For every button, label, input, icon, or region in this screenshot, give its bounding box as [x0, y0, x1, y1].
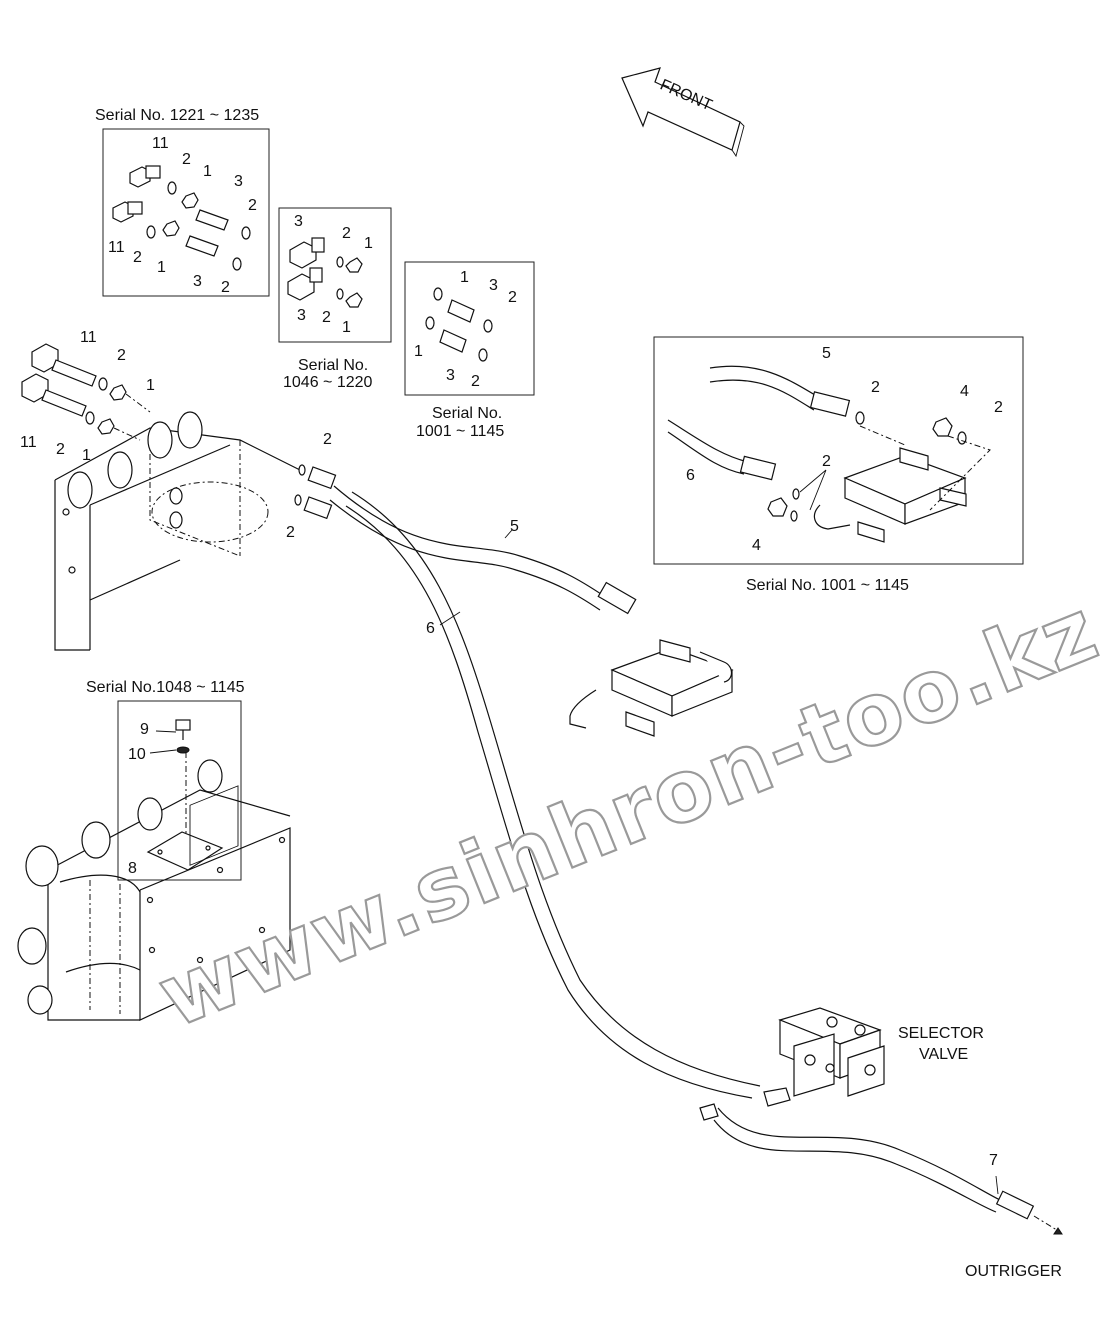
inset-serial-1046-1220: 3 2 1 3 2 1 Serial No. 1046 ~ 1220	[278, 207, 392, 391]
inset-caption: Serial No.	[298, 357, 368, 374]
inset-serial-1221-1235: Serial No. 1221 ~ 1235 11 2 1 3 2 11 2 1…	[95, 107, 270, 297]
lower-frame	[17, 759, 291, 1021]
part-number-7: 7	[989, 1152, 998, 1169]
part-number-5: 5	[510, 518, 519, 535]
part-number-2: 2	[221, 279, 230, 296]
part-number-3: 3	[489, 277, 498, 294]
part-number-3: 3	[234, 173, 243, 190]
part-number-2: 2	[508, 289, 517, 306]
part-number-3: 3	[294, 213, 303, 230]
part-number-9: 9	[140, 721, 149, 738]
part-number-1: 1	[146, 377, 155, 394]
selector-valve-label: VALVE	[919, 1046, 968, 1063]
part-number-1: 1	[460, 269, 469, 286]
part-number-5: 5	[822, 345, 831, 362]
part-number-2: 2	[248, 197, 257, 214]
part-number-2: 2	[342, 225, 351, 242]
part-number-1: 1	[203, 163, 212, 180]
part-number-4: 4	[960, 383, 969, 400]
inset-caption: Serial No. 1221 ~ 1235	[95, 107, 259, 124]
part-number-10: 10	[128, 746, 146, 763]
part-number-4: 4	[752, 537, 761, 554]
hose-5: 5	[298, 464, 637, 615]
part-number-6: 6	[686, 467, 695, 484]
upper-frame	[54, 411, 301, 651]
part-number-11: 11	[20, 434, 37, 451]
fitting-group-main: 11 2 1 11 2 1	[20, 329, 155, 464]
part-number-2: 2	[286, 524, 295, 541]
part-number-2: 2	[133, 249, 142, 266]
hose-7: 7 OUTRIGGER	[699, 1103, 1063, 1280]
front-arrow-icon: FRONT	[621, 67, 745, 158]
part-number-1: 1	[157, 259, 166, 276]
part-number-2: 2	[117, 347, 126, 364]
part-number-2: 2	[822, 453, 831, 470]
part-number-6: 6	[426, 620, 435, 637]
part-number-1: 1	[364, 235, 373, 252]
part-number-3: 3	[297, 307, 306, 324]
part-number-1: 1	[414, 343, 423, 360]
inset-serial-1001-1145: 1 3 2 1 3 2 Serial No. 1001 ~ 1145	[404, 261, 535, 440]
inset-caption: Serial No.1048 ~ 1145	[86, 679, 245, 696]
inset-caption: Serial No. 1001 ~ 1145	[746, 577, 909, 594]
part-number-2: 2	[56, 441, 65, 458]
part-number-11: 11	[108, 239, 125, 256]
part-number-1: 1	[82, 447, 91, 464]
part-number-2: 2	[322, 309, 331, 326]
inset-serial-1048-1145: Serial No.1048 ~ 1145 9 10 8	[86, 679, 245, 881]
part-number-8: 8	[128, 860, 137, 877]
center-valve-assembly	[569, 639, 734, 737]
part-number-2: 2	[471, 373, 480, 390]
hose-6: 6 2 2	[286, 431, 761, 1099]
inset-caption: Serial No.	[432, 405, 502, 422]
selector-valve: SELECTOR VALVE	[763, 1007, 984, 1107]
inset-detail-serial-1001-1145: 5 2 4 2 6 2 4 Serial No. 1001 ~ 1145	[653, 336, 1024, 594]
outrigger-label: OUTRIGGER	[965, 1263, 1062, 1280]
part-number-2: 2	[994, 399, 1003, 416]
part-number-2: 2	[871, 379, 880, 396]
inset-caption: 1046 ~ 1220	[283, 374, 373, 391]
watermark-text: www.sinhron-too.kz	[145, 579, 1100, 1047]
inset-caption: 1001 ~ 1145	[416, 423, 504, 440]
part-number-1: 1	[342, 319, 351, 336]
part-number-3: 3	[446, 367, 455, 384]
part-number-11: 11	[152, 135, 169, 152]
part-number-2: 2	[182, 151, 191, 168]
selector-valve-label: SELECTOR	[898, 1025, 984, 1042]
part-number-2: 2	[323, 431, 332, 448]
part-number-11: 11	[80, 329, 97, 346]
part-number-3: 3	[193, 273, 202, 290]
